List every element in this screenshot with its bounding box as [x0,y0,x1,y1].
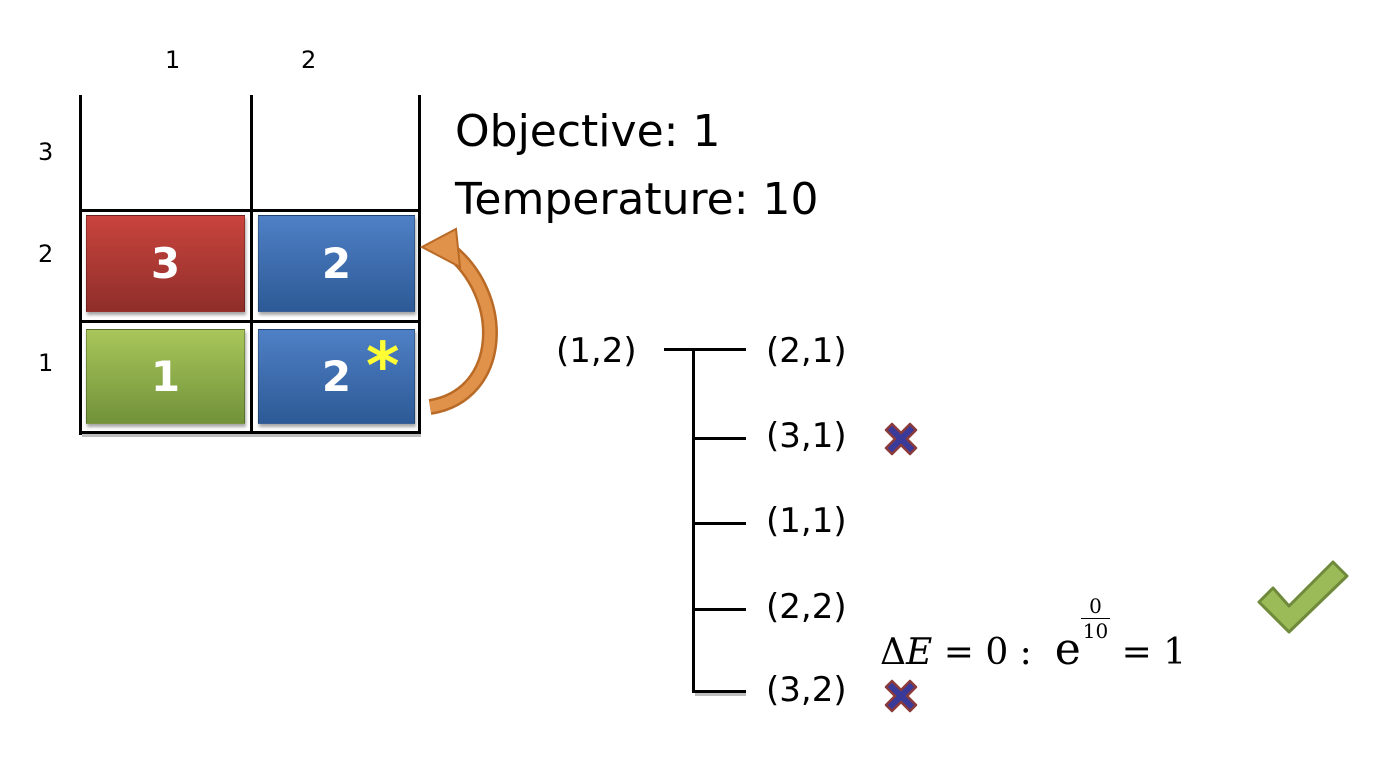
tree-child-label: (3,2) [766,670,847,710]
tree-trunk [692,348,695,693]
accept-check-icon [1257,560,1349,634]
reject-cross-icon [884,422,918,456]
grid-line-right [418,95,421,435]
reject-cross-icon [884,679,918,713]
tree-branch-2 [692,437,746,440]
block-label: 2 [321,352,352,401]
objective-text: Objective: 1 [455,106,721,157]
block-label: 2 [321,239,352,288]
tree-child-label: (1,1) [766,501,847,541]
selected-star-marker: * [366,330,400,404]
formula-exp-numerator: 0 [1089,594,1102,618]
move-arrow [420,227,498,415]
grid-line-middle [250,95,253,435]
formula-energy-var: E [906,632,933,673]
tree-branch-5 [692,690,746,693]
grid-line-left [79,95,82,435]
tree-root-label: (1,2) [556,331,637,371]
formula-result: = 1 [1110,632,1187,673]
tree-child-label: (3,1) [766,416,847,456]
grid-line-row-mid [79,320,421,323]
block-row1-col2[interactable]: 2 [258,329,415,424]
grid-line-bottom-shadow [82,434,421,437]
temperature-text: Temperature: 10 [455,174,819,225]
row-label-1: 1 [38,349,54,377]
block-label: 3 [150,239,181,288]
block-row2-col1[interactable]: 3 [86,215,245,312]
grid-line-bottom [79,431,421,434]
column-label-1: 1 [165,46,181,74]
block-label: 1 [150,352,181,401]
tree-branch-3 [692,522,746,525]
block-row2-col2[interactable]: 2 [258,215,415,312]
formula-exp-base: e [1054,624,1081,675]
tree-branch-5-shadow [695,693,746,696]
tree-branch-4 [692,608,746,611]
column-label-2: 2 [301,46,317,74]
tree-root-connector [664,348,746,351]
block-row1-col1[interactable]: 1 [86,329,245,424]
row-label-3: 3 [38,138,54,166]
formula-delta: Δ [880,632,906,673]
grid-line-row-top [79,209,421,212]
formula-exp-denominator: 10 [1080,618,1111,643]
formula-equals-zero: = 0 : [932,632,1055,673]
tree-child-label: (2,2) [766,587,847,627]
row-label-2: 2 [38,240,54,268]
tree-child-label: (2,1) [766,331,847,371]
